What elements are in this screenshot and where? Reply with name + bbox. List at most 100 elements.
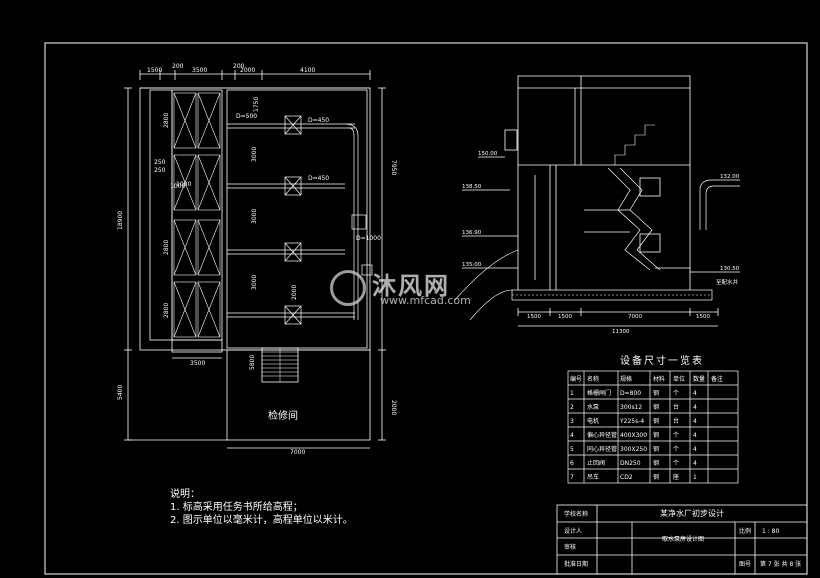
dim-row-1: 2800	[163, 113, 170, 128]
tb-check-label: 审核	[564, 543, 576, 551]
pipe-label-2: D=450	[308, 175, 329, 182]
dim-right-1: 7950	[390, 160, 397, 175]
table-cell: 同心异径管	[587, 445, 617, 453]
watermark-url: www.mfcad.com	[380, 294, 471, 307]
table-cell: 电机	[587, 417, 599, 425]
elev-6: 130.50	[720, 266, 740, 272]
notes-line-2: 2. 图示单位以毫米计，高程单位以米计。	[170, 515, 353, 526]
table-cell: Y225s-4	[619, 418, 644, 425]
table-cell: 格栅闸门	[587, 389, 611, 397]
watermark-brand: 沐风网	[372, 272, 450, 300]
dim-top-4: 200	[233, 63, 245, 70]
title-block-text: 学校名称 某净水厂初步设计 设计人 审核 批准日期 取水泵房设计图 比例 1 :…	[564, 508, 801, 568]
tb-approve-label: 批准日期	[564, 560, 588, 568]
dim-row-2: 1000	[170, 183, 185, 190]
elev-4: 135.00	[462, 262, 482, 268]
elev-2: 138.50	[462, 184, 482, 190]
inner-dim-3: 3000	[251, 209, 258, 224]
elev-3: 136.90	[462, 230, 482, 236]
table-cell: 7	[570, 474, 574, 481]
table-cell: 2	[570, 404, 574, 411]
dim-bottom-2: 7000	[290, 449, 305, 456]
table-cell: CD2	[620, 474, 633, 481]
cell-dim-3: 1000	[176, 181, 191, 188]
tb-project: 某净水厂初步设计	[660, 508, 724, 518]
table-cell: 4	[693, 390, 697, 397]
table-cell: 个	[673, 446, 679, 453]
table-cell: 4	[570, 432, 574, 439]
table-header-cell: 规格	[620, 375, 632, 383]
notes: 说明： 1. 标高采用任务书所给高程； 2. 图示单位以毫米计，高程单位以米计。	[170, 488, 353, 527]
inner-dim-5: 2000	[291, 285, 298, 300]
dim-left-2: 5400	[117, 385, 124, 400]
table-cell: 钢	[653, 459, 659, 467]
table-cell: 钢	[653, 417, 659, 425]
table-cell: 1	[570, 390, 574, 397]
table-cell: 4	[693, 446, 697, 453]
table-cell: 钢	[653, 389, 659, 397]
inner-dim-4: 3000	[251, 275, 258, 290]
tb-sheet: 第 7 张 共 8 张	[760, 560, 801, 568]
dim-left-1: 18900	[117, 211, 124, 230]
plan-view	[124, 70, 386, 449]
table-cell: 400X300	[620, 432, 647, 439]
equipment-table-title: 设备尺寸一览表	[620, 356, 704, 367]
table-header-cell: 单位	[673, 375, 685, 383]
table-cell: 台	[673, 403, 679, 411]
table-cell: 个	[673, 460, 679, 467]
pipe-label-1: D=500	[236, 113, 257, 120]
table-cell: 台	[673, 417, 679, 425]
table-cell: 吊车	[587, 473, 599, 481]
pipe-label-4: D=450	[308, 117, 329, 124]
tb-drawing-name: 取水泵房设计图	[662, 535, 704, 543]
table-header-cell: 名称	[587, 375, 599, 383]
dim-top-1: 1500	[147, 67, 162, 74]
elev-1: 150.00	[478, 151, 498, 157]
table-cell: 止回阀	[587, 459, 605, 467]
table-cell: 钢	[653, 473, 659, 481]
section-dimensions: 1500 1500 7000 1500 11300 150.00 138.50 …	[462, 151, 740, 335]
elev-5: 132.00	[720, 174, 740, 180]
table-cell: 6	[570, 460, 574, 467]
table-cell: 3	[570, 418, 574, 425]
inner-dim-1: 1750	[253, 97, 260, 112]
table-header-cell: 数量	[693, 375, 705, 383]
tb-sheet-label: 图号	[739, 561, 751, 568]
section-view	[454, 75, 740, 327]
cell-dim-2: 250	[154, 167, 166, 174]
table-cell: 个	[673, 432, 679, 439]
section-dim-3: 7000	[628, 314, 642, 320]
inner-dim-2: 3000	[251, 147, 258, 162]
table-header-cell: 材料	[653, 375, 665, 383]
plan-dimensions: 1500 200 3500 200 2000 4100 18900 5400 7…	[117, 63, 397, 456]
table-cell: 300X250	[620, 446, 647, 453]
table-cell: 4	[693, 432, 697, 439]
watermark: 沐风网 www.mfcad.com	[330, 266, 490, 314]
table-cell: 300s12	[620, 404, 642, 411]
outlet-label: 至配水井	[716, 278, 739, 286]
repair-room-label: 检修间	[268, 411, 298, 422]
table-cell: DN250	[620, 460, 641, 467]
inner-dim-6: 5800	[249, 355, 256, 370]
tb-school-label: 学校名称	[564, 510, 588, 518]
table-cell: 水泵	[587, 403, 599, 411]
dim-right-2: 2000	[390, 400, 397, 415]
table-header-cell: 备注	[711, 375, 723, 383]
tb-design-label: 设计人	[564, 527, 582, 535]
table-cell: 4	[693, 460, 697, 467]
table-cell: D=800	[620, 390, 641, 397]
table-cell: 钢	[653, 403, 659, 411]
dim-top-6: 4100	[300, 67, 315, 74]
section-dim-1: 1500	[527, 314, 541, 320]
table-cell: 5	[570, 446, 574, 453]
dim-bottom-1: 3500	[190, 360, 205, 367]
dim-top-5: 2000	[240, 67, 255, 74]
drawing-border	[44, 42, 808, 575]
title-block	[556, 504, 808, 575]
table-cell: 4	[693, 404, 697, 411]
notes-title: 说明：	[170, 489, 200, 500]
section-dim-4: 1500	[696, 314, 710, 320]
table-cell: 偏心异径管	[587, 431, 617, 439]
